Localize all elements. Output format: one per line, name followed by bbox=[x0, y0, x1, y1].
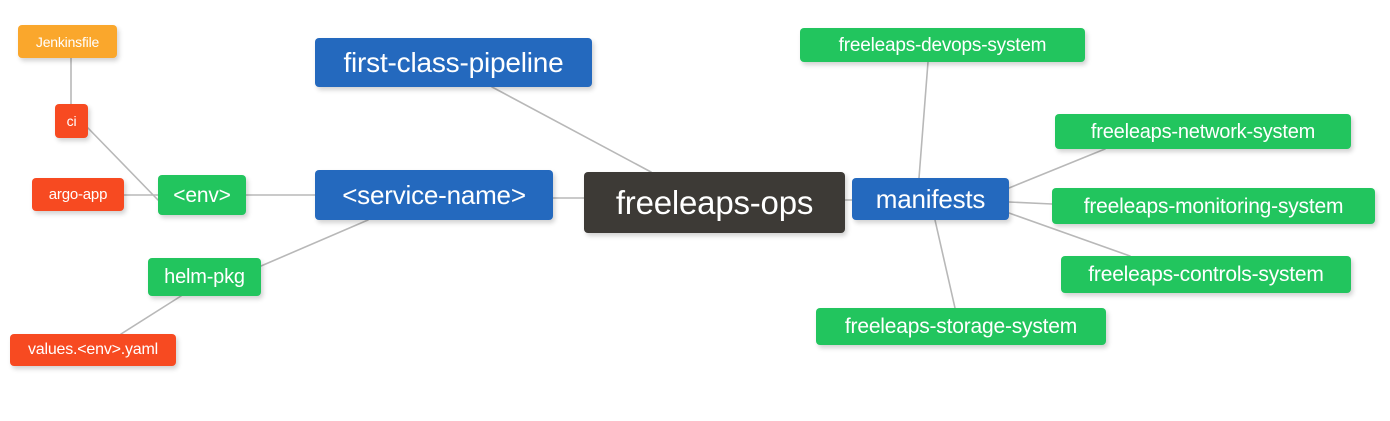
node-label: freeleaps-monitoring-system bbox=[1083, 194, 1344, 218]
node-label: freeleaps-ops bbox=[615, 184, 814, 221]
node-label: helm-pkg bbox=[164, 266, 245, 288]
edge-manifests-to-freeleaps-devops-system bbox=[918, 61, 929, 179]
node-manifests[interactable]: manifests bbox=[852, 178, 1009, 220]
node-env[interactable]: <env> bbox=[158, 175, 246, 215]
edge-service-name-to-helm-pkg bbox=[260, 219, 369, 267]
edge-first-class-pipeline-to-freeleaps-ops bbox=[491, 86, 652, 173]
node-freeleaps-ops[interactable]: freeleaps-ops bbox=[584, 172, 845, 233]
node-label: <env> bbox=[173, 183, 231, 207]
node-freeleaps-storage-system[interactable]: freeleaps-storage-system bbox=[816, 308, 1106, 345]
node-label: freeleaps-network-system bbox=[1090, 120, 1316, 143]
node-label: values.<env>.yaml bbox=[27, 341, 158, 358]
node-argo-app[interactable]: argo-app bbox=[32, 178, 124, 211]
node-label: freeleaps-devops-system bbox=[838, 34, 1047, 56]
edge-helm-pkg-to-values-env-yaml bbox=[120, 295, 182, 335]
node-label: freeleaps-controls-system bbox=[1088, 263, 1324, 286]
node-label: freeleaps-storage-system bbox=[844, 315, 1078, 338]
node-freeleaps-devops-system[interactable]: freeleaps-devops-system bbox=[800, 28, 1085, 62]
node-label: ci bbox=[66, 113, 77, 129]
edge-manifests-to-freeleaps-network-system bbox=[1008, 148, 1106, 189]
node-label: Jenkinsfile bbox=[35, 33, 100, 50]
edge-manifests-to-freeleaps-monitoring-system bbox=[1008, 201, 1053, 205]
node-ci[interactable]: ci bbox=[55, 104, 88, 138]
node-freeleaps-controls-system[interactable]: freeleaps-controls-system bbox=[1061, 256, 1351, 293]
node-jenkinsfile[interactable]: Jenkinsfile bbox=[18, 25, 117, 58]
node-helm-pkg[interactable]: helm-pkg bbox=[148, 258, 261, 296]
node-label: manifests bbox=[875, 184, 986, 214]
node-values-env-yaml[interactable]: values.<env>.yaml bbox=[10, 334, 176, 366]
edge-manifests-to-freeleaps-storage-system bbox=[934, 219, 956, 309]
node-freeleaps-monitoring-system[interactable]: freeleaps-monitoring-system bbox=[1052, 188, 1375, 224]
node-label: first-class-pipeline bbox=[343, 46, 564, 78]
node-label: <service-name> bbox=[342, 180, 526, 210]
node-freeleaps-network-system[interactable]: freeleaps-network-system bbox=[1055, 114, 1351, 149]
node-service-name[interactable]: <service-name> bbox=[315, 170, 553, 220]
node-label: argo-app bbox=[48, 186, 108, 203]
node-first-class-pipeline[interactable]: first-class-pipeline bbox=[315, 38, 592, 87]
